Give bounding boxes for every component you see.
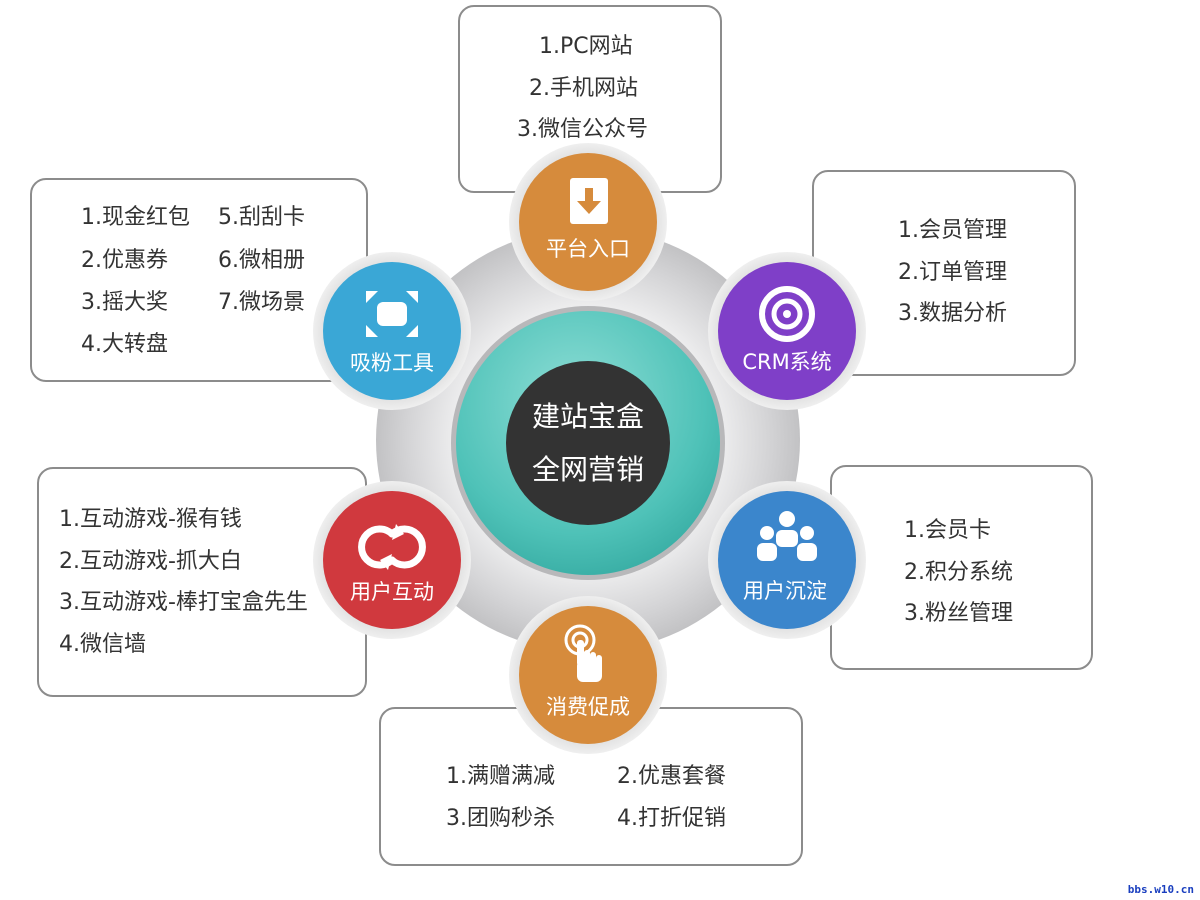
tap-icon [564, 624, 602, 682]
fans-box: 1.现金红包 2.优惠券 3.摇大奖 4.大转盘 5.刮刮卡 6.微相册 7.微… [30, 178, 368, 382]
node-label-promotion: 消费促成 [546, 695, 630, 719]
list-item: 3.团购秒杀 [446, 806, 555, 831]
center-core [506, 361, 670, 525]
list-item: 4.大转盘 [81, 332, 168, 357]
node-label-platform: 平台入口 [546, 237, 630, 261]
list-item: 1.会员卡 [904, 518, 991, 543]
list-item: 1.现金红包 [81, 205, 190, 230]
list-item: 1.PC网站 [539, 34, 633, 59]
users-icon [757, 511, 817, 561]
list-item: 1.互动游戏-猴有钱 [59, 507, 242, 532]
node-label-interaction: 用户互动 [350, 580, 434, 604]
list-item: 1.满赠满减 [446, 764, 555, 789]
list-item: 2.优惠套餐 [617, 764, 726, 789]
interaction-box: 1.互动游戏-猴有钱 2.互动游戏-抓大白 3.互动游戏-棒打宝盒先生 4.微信… [37, 467, 367, 697]
list-item: 2.互动游戏-抓大白 [59, 549, 242, 574]
list-item: 7.微场景 [218, 290, 305, 315]
list-item: 2.订单管理 [898, 260, 1007, 285]
node-retention: 用户沉淀 [708, 481, 866, 639]
node-fans: 吸粉工具 [313, 252, 471, 410]
node-label-fans: 吸粉工具 [350, 351, 434, 375]
watermark: bbs.w10.cn [1127, 883, 1194, 896]
list-item: 3.粉丝管理 [904, 601, 1013, 626]
list-item: 2.积分系统 [904, 560, 1013, 585]
center-title-line2: 全网营销 [532, 453, 644, 486]
list-item: 3.数据分析 [898, 301, 1007, 326]
node-crm: CRM系统 [708, 252, 866, 410]
list-item: 3.互动游戏-棒打宝盒先生 [59, 590, 308, 615]
node-promotion: 消费促成 [509, 596, 667, 754]
retention-box: 1.会员卡 2.积分系统 3.粉丝管理 [830, 465, 1093, 670]
expand-icon [366, 291, 418, 337]
node-label-crm: CRM系统 [742, 350, 831, 374]
node-interaction: 用户互动 [313, 481, 471, 639]
list-item: 3.微信公众号 [517, 117, 648, 142]
list-item: 4.微信墙 [59, 632, 146, 657]
list-item: 1.会员管理 [898, 218, 1007, 243]
node-platform: 平台入口 [509, 143, 667, 301]
list-item: 3.摇大奖 [81, 290, 168, 315]
download-icon [570, 178, 608, 224]
loop-arrows-icon [358, 524, 426, 570]
node-label-retention: 用户沉淀 [743, 579, 827, 603]
center-title-line1: 建站宝盒 [532, 400, 644, 433]
list-item: 2.手机网站 [529, 76, 638, 101]
list-item: 6.微相册 [218, 248, 305, 273]
list-item: 5.刮刮卡 [218, 205, 305, 230]
list-item: 4.打折促销 [617, 806, 726, 831]
target-icon [759, 286, 815, 342]
list-item: 2.优惠券 [81, 248, 168, 273]
